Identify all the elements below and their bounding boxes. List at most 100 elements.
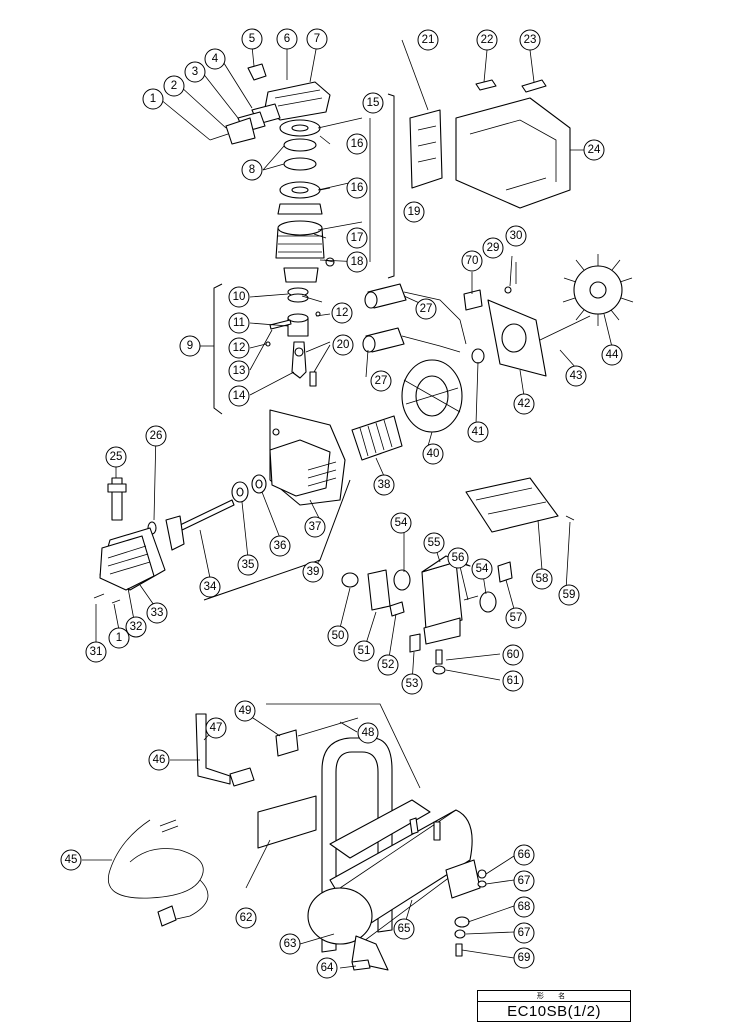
svg-text:66: 66	[518, 849, 531, 861]
svg-text:23: 23	[524, 34, 537, 46]
svg-text:5: 5	[249, 33, 255, 45]
callout-23: 23	[519, 29, 541, 51]
callout-56: 56	[447, 547, 469, 569]
callout-36: 36	[269, 535, 291, 557]
callout-1: 1	[142, 88, 164, 110]
svg-text:3: 3	[192, 66, 198, 78]
model-name: EC10SB(1/2)	[507, 1003, 601, 1020]
callout-16a: 16	[346, 133, 368, 155]
svg-text:65: 65	[398, 923, 411, 935]
callout-20: 20	[332, 334, 354, 356]
hose-and-cord	[108, 703, 421, 927]
callout-40: 40	[422, 443, 444, 465]
callout-63: 63	[279, 933, 301, 955]
svg-text:32: 32	[130, 621, 143, 633]
svg-text:27: 27	[420, 303, 433, 315]
svg-text:61: 61	[507, 675, 520, 687]
callout-60: 60	[502, 644, 524, 666]
svg-text:1: 1	[150, 93, 156, 105]
svg-text:57: 57	[510, 612, 523, 624]
svg-text:51: 51	[358, 645, 371, 657]
callout-47: 47	[205, 717, 227, 739]
callout-46: 46	[148, 749, 170, 771]
callout-64: 64	[316, 957, 338, 979]
callout-70: 70	[461, 250, 483, 272]
svg-text:52: 52	[382, 659, 395, 671]
svg-text:7: 7	[314, 33, 320, 45]
callout-45: 45	[60, 849, 82, 871]
callout-62: 62	[235, 907, 257, 929]
callout-51: 51	[353, 640, 375, 662]
svg-text:9: 9	[187, 340, 193, 352]
svg-text:38: 38	[378, 479, 391, 491]
callout-1b: 1	[108, 627, 130, 649]
callout-31: 31	[85, 641, 107, 663]
callout-54b: 54	[471, 558, 493, 580]
svg-text:48: 48	[362, 727, 375, 739]
callout-13: 13	[228, 360, 250, 382]
callout-24: 24	[583, 139, 605, 161]
svg-text:18: 18	[351, 256, 364, 268]
svg-text:56: 56	[452, 552, 465, 564]
model-header-label: 形 名	[478, 991, 630, 1002]
svg-text:33: 33	[151, 607, 164, 619]
callout-67b: 67	[513, 922, 535, 944]
svg-text:29: 29	[487, 242, 500, 254]
svg-text:54: 54	[476, 563, 489, 575]
callout-30: 30	[505, 225, 527, 247]
fan	[562, 254, 634, 326]
callout-34: 34	[199, 576, 221, 598]
svg-text:54: 54	[395, 517, 408, 529]
svg-text:62: 62	[240, 912, 253, 924]
callout-44: 44	[601, 344, 623, 366]
callout-8: 8	[241, 159, 263, 181]
svg-text:41: 41	[472, 426, 485, 438]
svg-text:59: 59	[563, 589, 576, 601]
svg-text:53: 53	[406, 678, 419, 690]
callout-59: 59	[558, 584, 580, 606]
callout-3: 3	[184, 61, 206, 83]
svg-text:10: 10	[233, 291, 246, 303]
callout-6: 6	[276, 28, 298, 50]
svg-text:13: 13	[233, 365, 246, 377]
svg-text:49: 49	[239, 705, 252, 717]
callout-14: 14	[228, 385, 250, 407]
svg-text:36: 36	[274, 540, 287, 552]
callout-68: 68	[513, 896, 535, 918]
callout-21: 21	[417, 29, 439, 51]
svg-text:64: 64	[321, 962, 334, 974]
svg-text:14: 14	[233, 390, 246, 402]
callout-49: 49	[234, 700, 256, 722]
callout-26: 26	[145, 425, 167, 447]
callout-2: 2	[163, 75, 185, 97]
svg-text:60: 60	[507, 649, 520, 661]
callout-18: 18	[346, 251, 368, 273]
svg-text:24: 24	[588, 144, 601, 156]
svg-text:31: 31	[90, 646, 103, 658]
svg-text:70: 70	[466, 255, 479, 267]
svg-text:44: 44	[606, 349, 619, 361]
callout-57: 57	[505, 607, 527, 629]
svg-text:35: 35	[242, 559, 255, 571]
callout-69: 69	[513, 947, 535, 969]
tank-group	[257, 737, 487, 971]
svg-text:50: 50	[332, 630, 345, 642]
callout-41: 41	[467, 421, 489, 443]
svg-text:68: 68	[518, 901, 531, 913]
callout-54a: 54	[390, 512, 412, 534]
svg-text:69: 69	[518, 952, 531, 964]
callout-65: 65	[393, 918, 415, 940]
svg-text:67: 67	[518, 875, 531, 887]
callout-67a: 67	[513, 870, 535, 892]
callout-12b: 12	[228, 337, 250, 359]
svg-text:21: 21	[422, 34, 435, 46]
callout-22: 22	[476, 29, 498, 51]
svg-text:16: 16	[351, 138, 364, 150]
callout-32: 32	[125, 616, 147, 638]
pressure-switch-group	[341, 555, 513, 675]
callout-11: 11	[228, 312, 250, 334]
callouts: 1 2 3 4 5 6 7 8 9 10 11 12 12 13 14 15 1…	[60, 28, 623, 979]
svg-text:55: 55	[428, 537, 441, 549]
svg-text:26: 26	[150, 430, 163, 442]
callout-27b: 27	[370, 370, 392, 392]
